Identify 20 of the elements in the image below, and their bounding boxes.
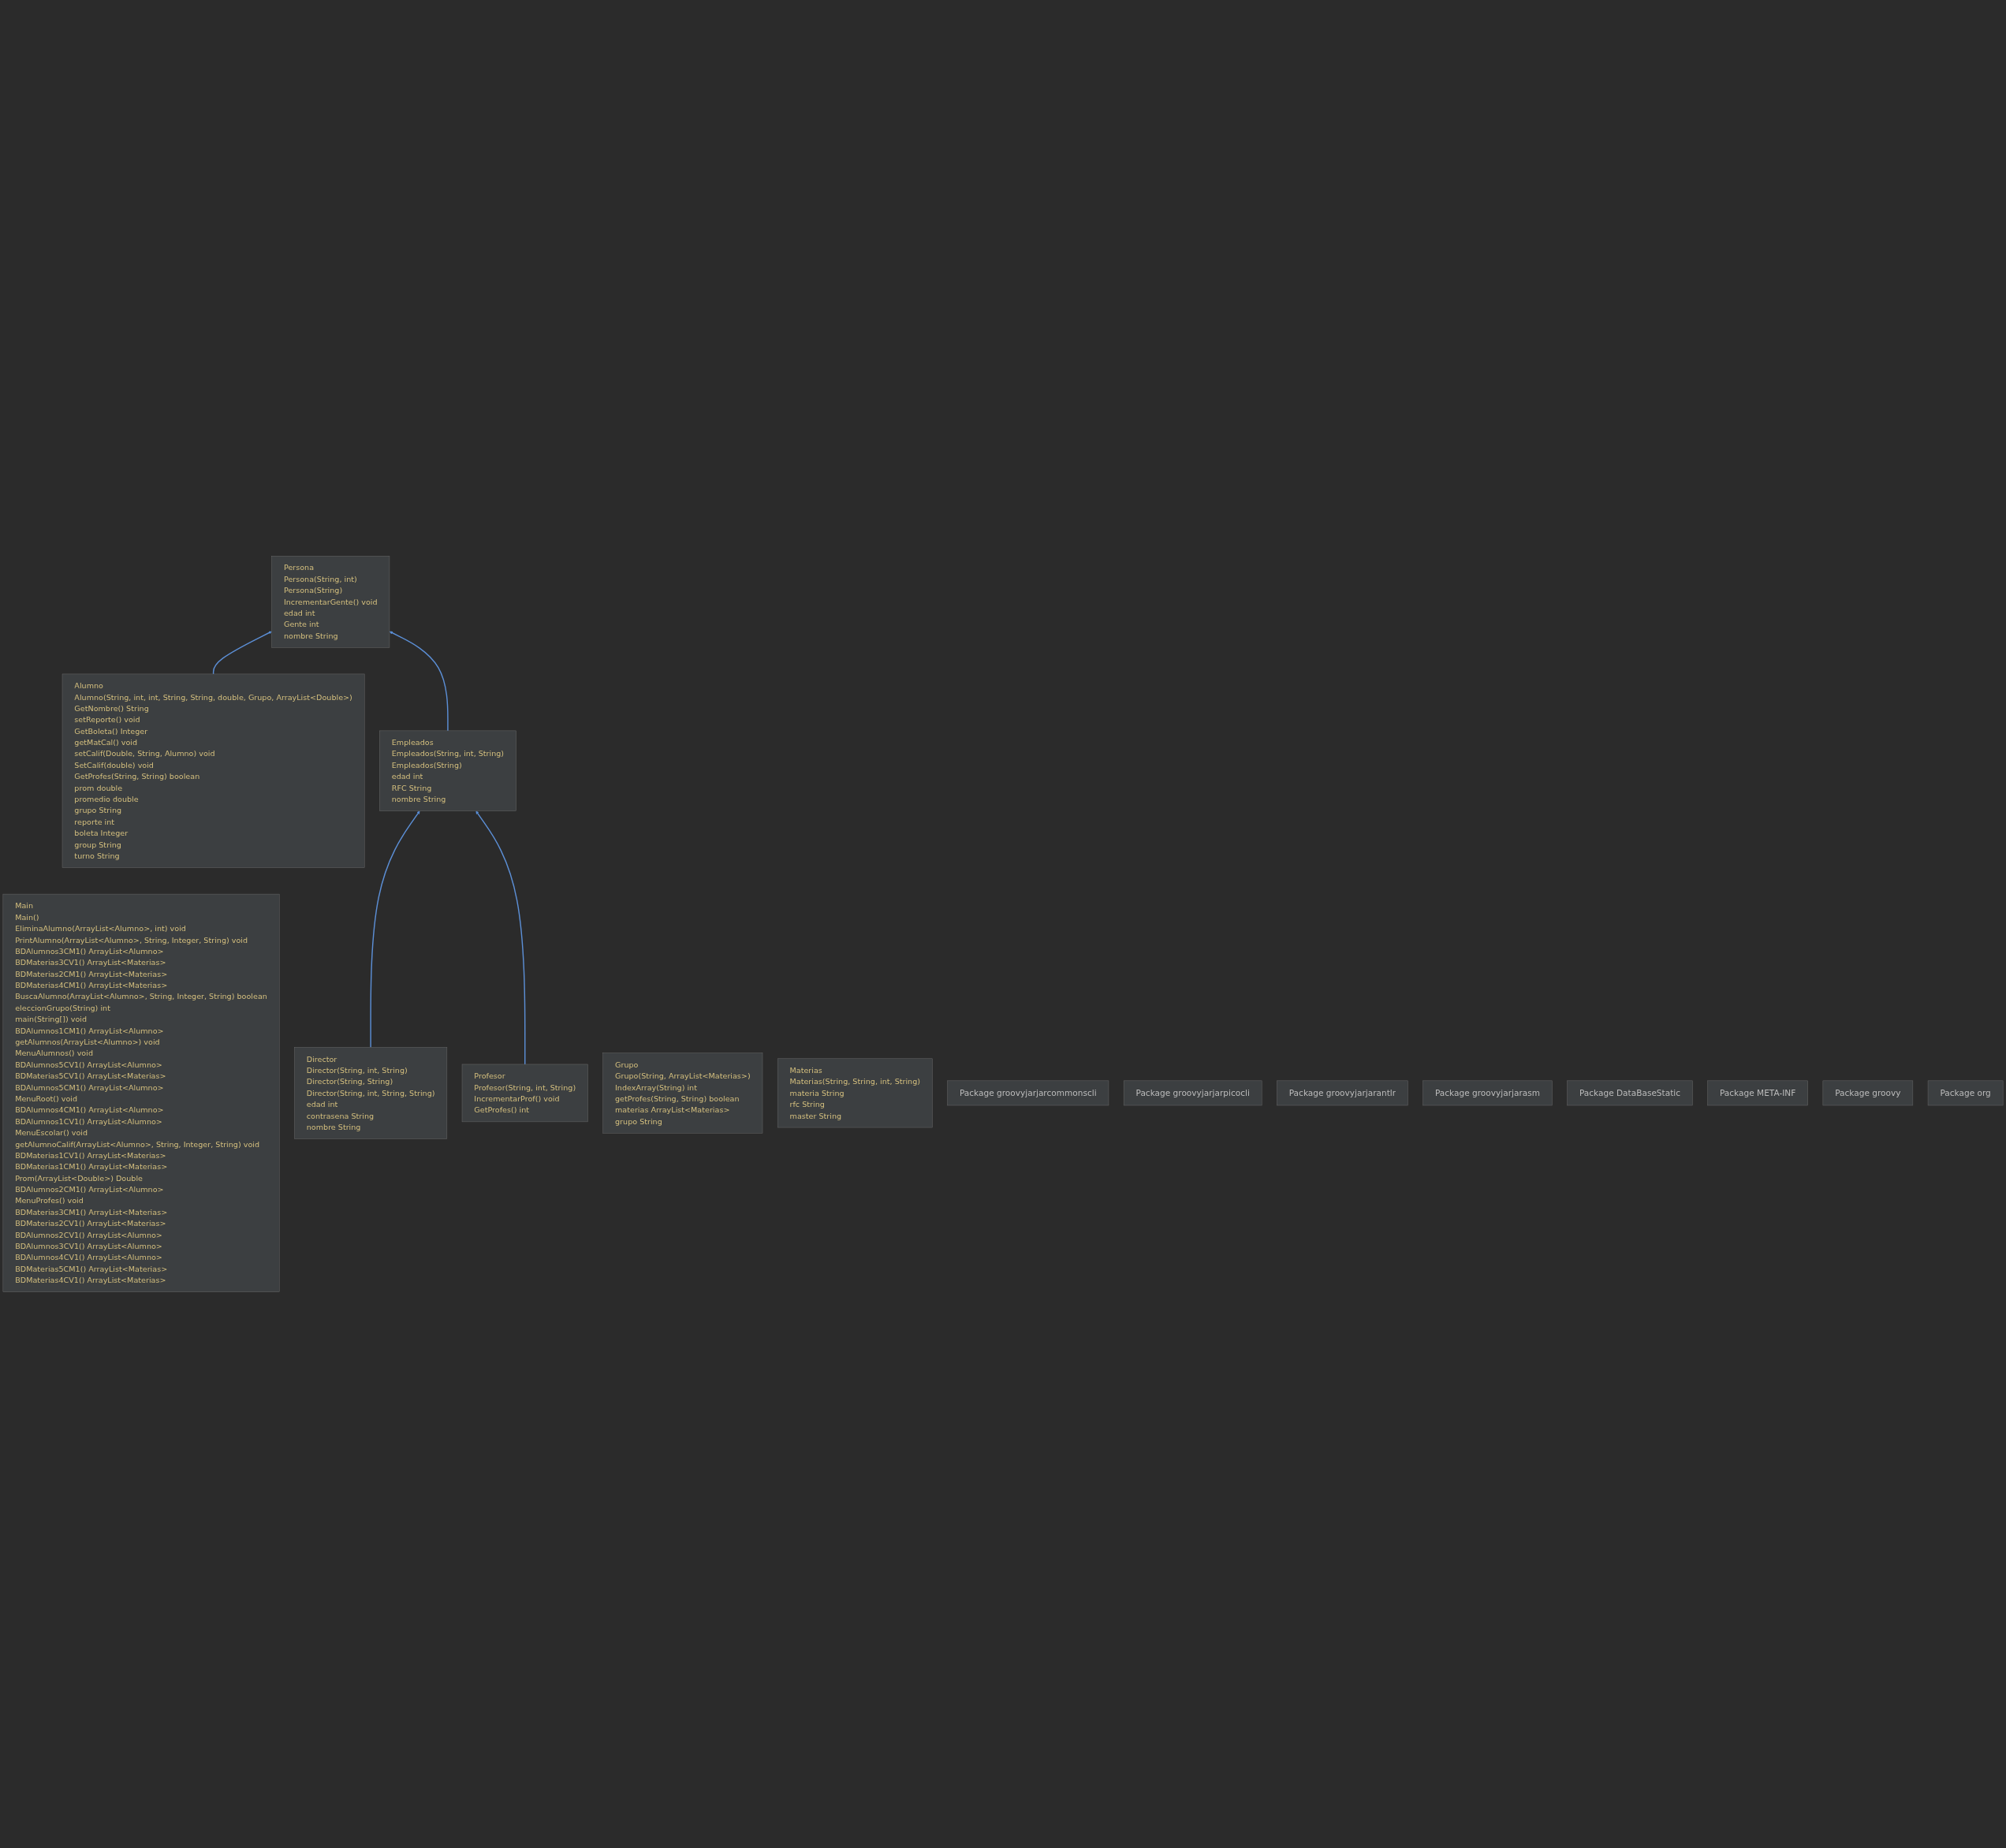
node-box: Package groovyjarjarasm bbox=[1422, 1080, 1553, 1106]
arrow bbox=[370, 810, 420, 1049]
node-box: Alumno Alumno(String, int, int, String, String, double, Grupo, ArrayList<Double>) GetNombre() String setReporte() void GetBoleta() Integer getMatCal() void setCalif(Double, String, Alumno) void SetCalif(double) void GetProfes(String, String) boolean prom double promedio double grupo String reporte int boleta Integer group String turno String bbox=[62, 673, 365, 868]
node-box: Package groovyjarjarantlr bbox=[1277, 1080, 1408, 1106]
node-box: Director Director(String, int, String) Director(String, String) Director(String, int, String, String) edad int contrasena String nombre String bbox=[294, 1047, 448, 1139]
node-box: Materias Materias(String, String, int, String) materia String rfc String master String bbox=[777, 1058, 933, 1128]
node-box: Package groovyjarjarpicocli bbox=[1123, 1080, 1262, 1106]
node-box: Package groovy bbox=[1822, 1080, 1914, 1106]
node-box: Empleados Empleados(String, int, String) Empleados(String) edad int RFC String nombre String bbox=[379, 730, 516, 811]
node-box: Persona Persona(String, int) Persona(String) IncrementarGente() void edad int Gente int nombre String bbox=[271, 556, 390, 648]
node-box: Package DataBaseStatic bbox=[1567, 1080, 1693, 1106]
arrow bbox=[212, 631, 272, 675]
node-box: Package groovyjarjarcommonscli bbox=[947, 1080, 1109, 1106]
node-box: Grupo Grupo(String, ArrayList<Materias>) IndexArray(String) int getProfes(String, String) boolean materias ArrayList<Materias> grupo String bbox=[602, 1053, 763, 1134]
node-box: Package META-INF bbox=[1707, 1080, 1808, 1106]
node-box: Profesor Profesor(String, int, String) IncrementarProf() void GetProfes() int bbox=[461, 1064, 588, 1123]
arrow bbox=[389, 631, 449, 732]
node-box: Package org bbox=[1927, 1080, 2004, 1106]
node-box: Main Main() EliminaAlumno(ArrayList<Alumno>, int) void PrintAlumno(ArrayList<Alumno>, String, Integer, String) void BDAlumnos3CM1() ArrayList<Alumno> BDMaterias3CV1() ArrayList<Materias> BDMaterias2CM1() ArrayList<Materias> BDMaterias4CM1() ArrayList<Materias> BuscaAlumno(ArrayList<Alumno>, String, Integer, String) boolean eleccionGrupo(String) int main(String[]) void BDAlumnos1CM1() ArrayList<Alumno> getAlumnos(ArrayList<Alumno>) void MenuAlumnos() void BDAlumnos5CV1() ArrayList<Alumno> BDMaterias5CV1() ArrayList<Materias> BDAlumnos5CM1() ArrayList<Alumno> MenuRoot() void BDAlumnos4CM1() ArrayList<Alumno> BDAlumnos1CV1() ArrayList<Alumno> MenuEscolar() void getAlumnoCalif(ArrayList<Alumno>, String, Integer, String) void BDMaterias1CV1() ArrayList<Materias> BDMaterias1CM1() ArrayList<Materias> Prom(ArrayList<Double>) Double BDAlumnos2CM1() ArrayList<Alumno> MenuProfes() void BDMaterias3CM1() ArrayList<Materias> BDMaterias2CV1() ArrayList<Materias> BDAlumnos2CV1() ArrayList<Alumno> BDAlumnos3CV1() ArrayList<Alumno> BDAlumnos4CV1() ArrayList<Alumno> BDMaterias5CM1() ArrayList<Materias> BDMaterias4CV1() ArrayList<Materias> bbox=[2, 893, 280, 1292]
arrow bbox=[475, 810, 526, 1065]
